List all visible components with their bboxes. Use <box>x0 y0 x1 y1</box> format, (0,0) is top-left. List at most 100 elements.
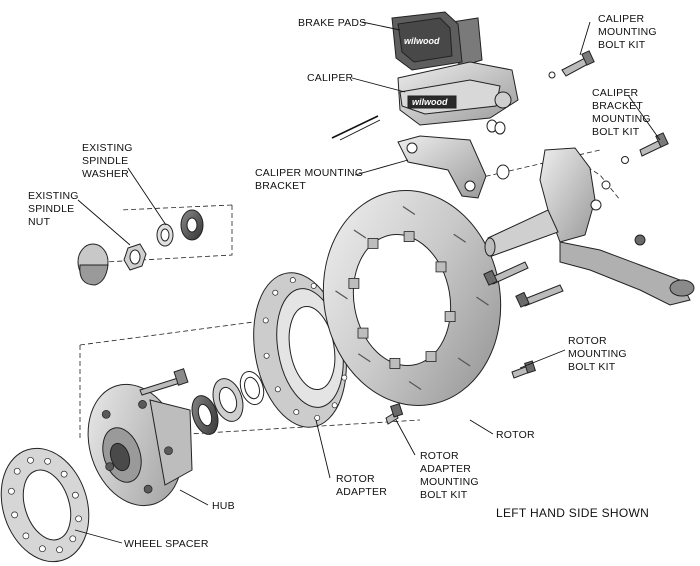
adapterHoles-hole <box>331 402 338 409</box>
assembly-guide-lines <box>79 149 621 441</box>
rotor-slot <box>476 296 489 306</box>
adapterHoles-hole <box>289 277 296 284</box>
label-spindle-washer-3: WASHER <box>82 168 129 180</box>
hubStuds-hole <box>105 462 115 471</box>
label-wheel-spacer: WHEEL SPACER <box>124 538 209 550</box>
outer-bearing <box>180 209 204 241</box>
label-rotor-adapter-1: ROTOR <box>336 473 375 485</box>
hub-bearings <box>191 370 265 435</box>
side-note: LEFT HAND SIDE SHOWN <box>496 506 649 520</box>
hubStuds-hole <box>143 484 153 494</box>
rotor <box>322 190 502 406</box>
label-rotor-adapter-bolt-kit-4: BOLT KIT <box>420 489 468 501</box>
rotor-slot <box>402 206 416 215</box>
label-rotor: ROTOR <box>496 429 535 441</box>
label-rotor-mounting-bolt-kit-2: MOUNTING <box>568 348 627 360</box>
hubStuds-hole <box>138 400 147 409</box>
adapterHoles-hole <box>314 414 321 421</box>
spindle <box>484 147 695 306</box>
spacerHoles-hole <box>56 546 63 554</box>
label-caliper-mounting-bolt-kit-3: BOLT KIT <box>598 39 646 51</box>
brake-pads: wilwood <box>391 11 483 71</box>
label-rotor-adapter-2: ADAPTER <box>336 486 387 498</box>
adapterHoles-hole <box>310 282 317 289</box>
spindle-nut <box>123 243 147 271</box>
label-caliper-mounting-bracket-1: CALIPER MOUNTING <box>255 167 363 179</box>
label-caliper-mounting-bracket-2: BRACKET <box>255 180 306 192</box>
spacerHoles-hole <box>11 511 18 519</box>
adapterHoles-hole <box>341 374 348 381</box>
wheel-spacer-holes <box>8 456 82 554</box>
label-brake-pads: BRAKE PADS <box>298 17 366 29</box>
rotor-slot <box>353 229 367 239</box>
rotor-slot <box>408 381 422 390</box>
spacerHoles-hole <box>27 456 34 464</box>
rotor-slot <box>335 290 348 300</box>
leader-lines <box>74 21 661 544</box>
spacerHoles-hole <box>72 491 79 499</box>
label-rotor-adapter-bolt-kit-3: MOUNTING <box>420 476 479 488</box>
hub <box>87 383 193 507</box>
rotor-tab <box>348 277 360 289</box>
hubStuds-hole <box>164 446 173 456</box>
label-bracket-bolt-kit-4: BOLT KIT <box>592 126 640 138</box>
label-bracket-bolt-kit-2: BRACKET <box>592 100 643 112</box>
rotor-slot <box>453 233 467 243</box>
caliper-mounting-bracket <box>397 135 487 199</box>
spacerHoles-hole <box>8 487 15 495</box>
label-rotor-mounting-bolt-kit-3: BOLT KIT <box>568 361 616 373</box>
caliper-logo: wilwood <box>412 97 448 107</box>
adapterHoles-hole <box>274 386 281 393</box>
adapterHoles-hole <box>272 289 279 296</box>
label-rotor-adapter-bolt-kit-2: ADAPTER <box>420 463 471 475</box>
caliper-washers <box>486 119 510 180</box>
spacerHoles-hole <box>69 535 77 543</box>
label-caliper-mounting-bolt-kit-2: MOUNTING <box>598 26 657 38</box>
bracket-mounting-bolts <box>621 132 669 164</box>
caliper: wilwood <box>397 61 519 126</box>
rotor-adapter-bolt <box>385 403 404 425</box>
rotor-tab <box>435 261 447 273</box>
caliper-pad-pin <box>331 115 381 141</box>
rotor-tab <box>367 237 379 249</box>
pad-logo: wilwood <box>404 36 440 46</box>
rotor-tab <box>425 351 437 363</box>
label-spindle-nut-3: NUT <box>28 216 51 228</box>
rotor-tab <box>403 231 415 243</box>
spacerHoles-hole <box>39 545 46 553</box>
rotor-slot <box>457 357 471 367</box>
rotor-adapter <box>253 272 348 428</box>
adapterHoles-hole <box>262 317 269 324</box>
label-hub: HUB <box>212 500 235 512</box>
label-bracket-bolt-kit-1: CALIPER <box>592 87 639 99</box>
rotor-slot <box>357 353 371 363</box>
spindle-bolts <box>483 261 564 308</box>
rotor-tab <box>444 311 456 323</box>
wheel-spacer <box>0 447 90 563</box>
spindle-washer <box>156 223 174 247</box>
label-spindle-nut-1: EXISTING <box>28 190 79 202</box>
rotor-mounting-tabs <box>348 231 456 369</box>
spacerHoles-hole <box>44 457 51 465</box>
label-spindle-washer-1: EXISTING <box>82 142 133 154</box>
caliper-mounting-bolts <box>548 50 595 79</box>
rotor-mounting-bolt <box>511 360 536 379</box>
hubStuds-hole <box>101 409 111 419</box>
rotor-slots <box>335 206 489 390</box>
label-bracket-bolt-kit-3: MOUNTING <box>592 113 651 125</box>
spacerHoles-hole <box>13 467 21 475</box>
label-caliper: CALIPER <box>307 72 354 84</box>
rotor-tab <box>357 327 369 339</box>
adapterHoles-hole <box>263 352 270 359</box>
adapterHoles-hole <box>293 409 300 416</box>
label-spindle-washer-2: SPINDLE <box>82 155 128 167</box>
label-spindle-nut-2: SPINDLE <box>28 203 74 215</box>
spacerHoles-hole <box>22 532 30 540</box>
spacerHoles-hole <box>60 470 68 478</box>
rotor-tab <box>389 357 401 369</box>
callout-labels: BRAKE PADS CALIPER CALIPER MOUNTING BOLT… <box>28 13 657 550</box>
label-rotor-adapter-bolt-kit-1: ROTOR <box>420 450 459 462</box>
label-rotor-mounting-bolt-kit-1: ROTOR <box>568 335 607 347</box>
